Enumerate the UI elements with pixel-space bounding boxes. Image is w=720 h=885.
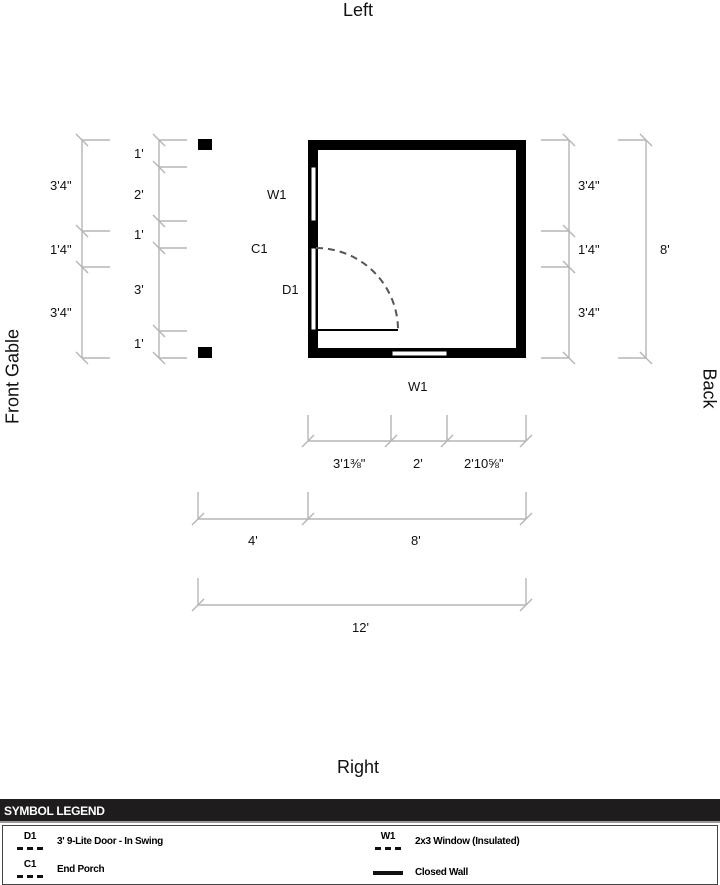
side-label-bottom: Right (337, 757, 380, 777)
tag-d1: D1 (282, 282, 299, 297)
dim-left-inner: 1' (134, 146, 144, 161)
dim-left-inner: 2' (134, 187, 144, 202)
dim-building: 8' (411, 533, 421, 548)
side-label-top: Left (343, 0, 374, 20)
door-opening (310, 247, 317, 331)
dim-porch: 4' (248, 533, 258, 548)
window-w1-left (310, 166, 317, 222)
closed-wall-icon (373, 870, 403, 875)
dim-left-inner: 3' (134, 282, 144, 297)
dim-opening: 2' (413, 456, 423, 471)
porch-post (198, 347, 212, 358)
dim-right: 1'4" (578, 242, 600, 257)
dim-right-total: 8' (660, 242, 670, 257)
legend-title: SYMBOL LEGEND (0, 799, 720, 823)
symbol-legend: SYMBOL LEGEND D1 3' 9-Lite Door - In Swi… (0, 799, 720, 885)
dim-left-inner: 1' (134, 227, 144, 242)
dim-opening: 2'10⅝" (464, 456, 504, 471)
tag-w1: W1 (267, 187, 287, 202)
building-walls (308, 140, 526, 358)
floor-plan: 3'4" 1'4" 3'4" 1' 2' 1' 3' 1' W1 C1 D1 W… (50, 133, 670, 635)
legend-item-c1: C1 End Porch (15, 858, 105, 880)
dim-left-outer: 3'4" (50, 178, 72, 193)
dim-right: 3'4" (578, 178, 600, 193)
window-symbol-icon: W1 (373, 830, 403, 852)
dim-opening: 3'1⅜" (333, 456, 366, 471)
porch-symbol-icon: C1 (15, 858, 45, 880)
dim-left-outer: 1'4" (50, 242, 72, 257)
dim-total: 12' (352, 620, 369, 635)
dim-right: 3'4" (578, 305, 600, 320)
dim-left-inner: 1' (134, 336, 144, 351)
legend-item-closed-wall: Closed Wall (373, 867, 468, 878)
door-swing-arc (315, 247, 399, 331)
porch-post (198, 139, 212, 150)
legend-item-w1: W1 2x3 Window (Insulated) (373, 830, 520, 852)
tag-c1: C1 (251, 241, 268, 256)
tag-w1-bottom: W1 (408, 379, 428, 394)
dimension-lines (75, 133, 653, 612)
legend-item-d1: D1 3' 9-Lite Door - In Swing (15, 830, 163, 852)
dim-left-outer: 3'4" (50, 305, 72, 320)
window-w1-bottom (391, 350, 448, 357)
door-symbol-icon: D1 (15, 830, 45, 852)
